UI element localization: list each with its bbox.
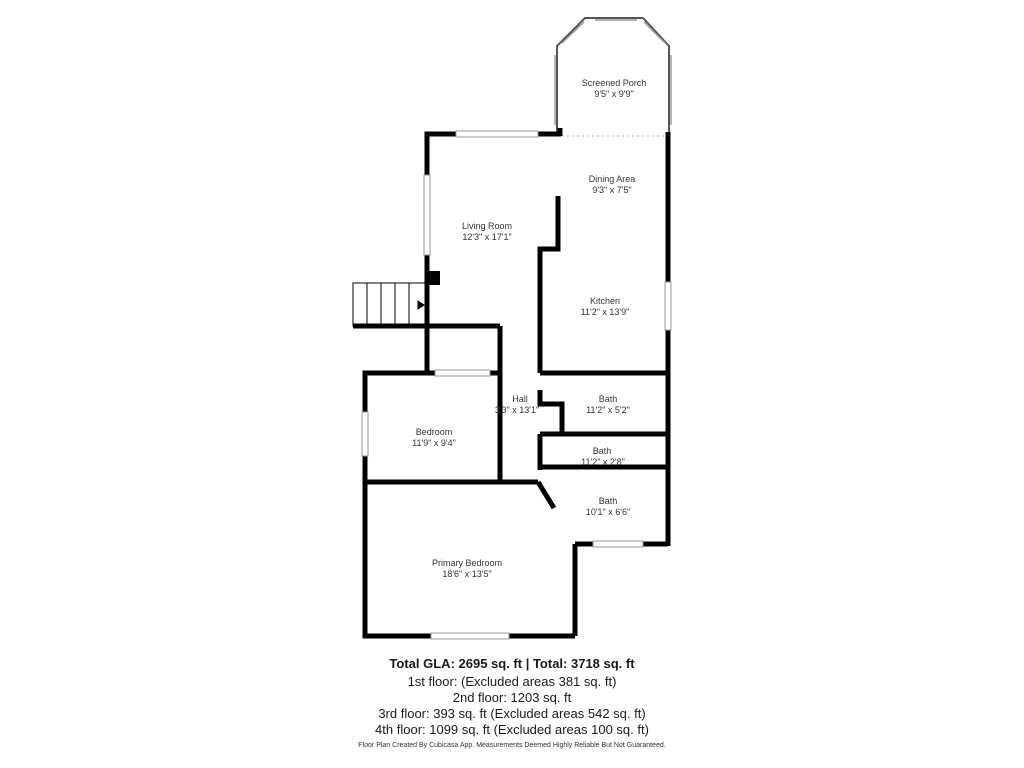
svg-text:18'6" x 13'5": 18'6" x 13'5"	[442, 569, 491, 579]
svg-text:Hall: Hall	[512, 394, 528, 404]
floor-area-line: 2nd floor: 1203 sq. ft	[452, 690, 572, 705]
windows	[361, 130, 672, 640]
wall-column	[426, 271, 440, 285]
porch-windows	[554, 19, 672, 125]
room-label-hall: Hall 3'3" x 13'1"	[495, 394, 539, 415]
room-label-primary-bedroom: Primary Bedroom 18'6" x 13'5"	[432, 558, 502, 579]
room-label-bath-3: Bath 10'1" x 6'6"	[586, 496, 630, 517]
svg-text:Living Room: Living Room	[462, 221, 512, 231]
screened-porch-outline	[556, 17, 670, 132]
svg-text:Bedroom: Bedroom	[416, 427, 453, 437]
room-label-dining-area: Dining Area 9'3" x 7'5"	[589, 174, 636, 195]
svg-text:Kitchen: Kitchen	[590, 296, 620, 306]
svg-text:11'9" x 9'4": 11'9" x 9'4"	[412, 438, 456, 448]
svg-text:3'3" x 13'1": 3'3" x 13'1"	[495, 405, 539, 415]
floor-plan: Screened Porch 9'5" x 9'9" Dining Area 9…	[352, 17, 672, 640]
svg-text:9'5" x 9'9": 9'5" x 9'9"	[594, 89, 633, 99]
room-label-bath-1: Bath 11'2" x 5'2"	[586, 394, 630, 415]
svg-text:Bath: Bath	[599, 496, 618, 506]
svg-text:Bath: Bath	[593, 446, 612, 456]
svg-text:10'1" x 6'6": 10'1" x 6'6"	[586, 507, 630, 517]
svg-text:12'3" x 17'1": 12'3" x 17'1"	[462, 232, 511, 242]
total-area: Total GLA: 2695 sq. ft | Total: 3718 sq.…	[389, 656, 635, 671]
room-label-kitchen: Kitchen 11'2" x 13'9"	[581, 296, 630, 317]
room-label-screened-porch: Screened Porch 9'5" x 9'9"	[582, 78, 647, 99]
walls	[353, 128, 671, 639]
svg-text:11'2" x 5'2": 11'2" x 5'2"	[586, 405, 630, 415]
svg-text:Primary Bedroom: Primary Bedroom	[432, 558, 502, 568]
room-label-bedroom: Bedroom 11'9" x 9'4"	[412, 427, 456, 448]
svg-text:11'2" x 13'9": 11'2" x 13'9"	[581, 307, 630, 317]
svg-text:11'2" x 2'8": 11'2" x 2'8"	[581, 457, 625, 467]
svg-text:Screened Porch: Screened Porch	[582, 78, 647, 88]
room-label-bath-2: Bath 11'2" x 2'8"	[581, 446, 625, 467]
disclaimer: Floor Plan Created By Cubicasa App. Meas…	[358, 742, 666, 749]
svg-text:Dining Area: Dining Area	[589, 174, 636, 184]
floor-area-list: 1st floor: (Excluded areas 381 sq. ft) 2…	[0, 674, 1024, 738]
svg-text:Bath: Bath	[599, 394, 618, 404]
floor-area-line: 4th floor: 1099 sq. ft (Excluded areas 1…	[375, 722, 649, 737]
floor-area-line: 1st floor: (Excluded areas 381 sq. ft)	[407, 674, 617, 689]
svg-text:9'3" x 7'5": 9'3" x 7'5"	[592, 185, 631, 195]
stairs	[352, 282, 426, 327]
floor-area-line: 3rd floor: 393 sq. ft (Excluded areas 54…	[378, 706, 646, 721]
room-label-living-room: Living Room 12'3" x 17'1"	[462, 221, 512, 242]
